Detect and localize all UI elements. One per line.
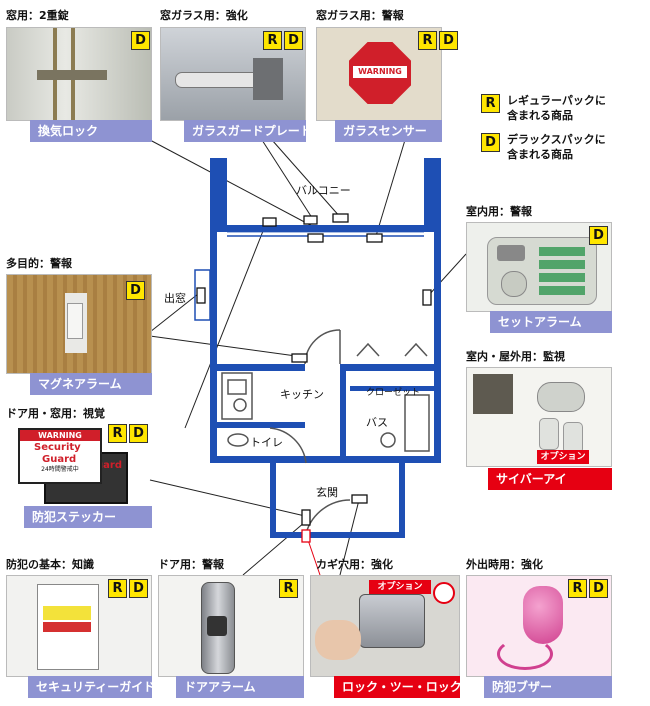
badge-r-sticker: R (108, 424, 127, 443)
photo-glass-sensor: WARNING (316, 27, 442, 121)
caption-magnet-alarm: 多目的：警報 (6, 257, 72, 270)
caption-buzzer: 外出時用：強化 (466, 558, 543, 571)
photo-kanki-lock (6, 27, 152, 121)
photo-lock-two-lock: オプション (310, 575, 460, 677)
leader-door-alarm (242, 521, 306, 576)
leader-magnet-alarm (149, 335, 297, 357)
badge-d-kanki-lock: D (131, 31, 150, 50)
label-buzzer[interactable]: 防犯ブザー (484, 676, 612, 698)
badge-r-security-guide: R (108, 579, 127, 598)
badge-d-security-guide: D (129, 579, 148, 598)
room-entrance: 玄関 (316, 486, 338, 499)
badge-d-magnet-alarm: D (126, 281, 145, 300)
photo-magnet-alarm (6, 274, 152, 374)
label-cyber-eye[interactable]: サイバーアイ (488, 468, 612, 490)
caption-set-alarm: 室内用：警報 (466, 205, 532, 218)
leader-demado (149, 293, 199, 333)
leader-glass-guard-a (261, 139, 317, 225)
label-security-guide[interactable]: セキュリティーガイド (28, 676, 155, 698)
badge-r-door-alarm: R (279, 579, 298, 598)
badge-r-glass-sensor: R (418, 31, 437, 50)
no-lock-icon (433, 582, 455, 604)
badge-d-set-alarm: D (589, 226, 608, 245)
leader-glass-guard-b (271, 139, 342, 219)
photo-security-guide (6, 575, 152, 677)
photo-set-alarm (466, 222, 612, 312)
leader-sticker-door (149, 479, 306, 517)
caption-glass-sensor: 窓ガラス用：警報 (316, 9, 404, 22)
option-badge-cyber-eye: オプション (537, 450, 589, 464)
badge-r-buzzer: R (568, 579, 587, 598)
sensor-warning-text: WARNING (353, 66, 407, 78)
badge-d-sticker: D (129, 424, 148, 443)
badge-d-buzzer: D (589, 579, 608, 598)
sticker-front: WARNING Security Guard 24時間警戒中 (18, 428, 102, 484)
leader-sticker-window (184, 225, 266, 429)
room-kitchen: キッチン (280, 388, 324, 401)
label-sticker[interactable]: 防犯ステッカー (24, 506, 152, 528)
caption-cyber-eye: 室内・屋外用：監視 (466, 350, 565, 363)
demado-window (194, 269, 211, 321)
label-magnet-alarm[interactable]: マグネアラーム (30, 373, 152, 395)
option-badge-lock-two-lock: オプション (369, 580, 431, 594)
leader-glass-sensor (375, 139, 406, 237)
leader-kanki-lock (149, 139, 313, 227)
room-balcony: バルコニー (296, 184, 351, 197)
label-kanki-lock[interactable]: 換気ロック (30, 120, 152, 142)
legend-regular: レギュラーパックに 含まれる商品 (507, 94, 606, 122)
leader-set-alarm (427, 253, 467, 297)
room-demado: 出窓 (164, 292, 186, 305)
label-door-alarm[interactable]: ドアアラーム (176, 676, 304, 698)
badge-r-glass-guard: R (263, 31, 282, 50)
caption-security-guide: 防犯の基本：知識 (6, 558, 94, 571)
caption-lock-two-lock: カギ穴用：強化 (316, 558, 393, 571)
photo-cyber-eye: オプション (466, 367, 612, 467)
caption-kanki-lock: 窓用：2重錠 (6, 9, 69, 22)
label-glass-guard[interactable]: ガラスガードプレート (184, 120, 312, 142)
caption-sticker: ドア用・窓用：視覚 (6, 407, 105, 420)
label-lock-two-lock[interactable]: ロック・ツー・ロック (334, 676, 462, 698)
legend-r-badge: R (481, 94, 500, 113)
badge-d-glass-sensor: D (439, 31, 458, 50)
leader-lines (149, 139, 467, 576)
label-set-alarm[interactable]: セットアラーム (490, 311, 612, 333)
photo-buzzer (466, 575, 612, 677)
leader-lock-two-lock (306, 536, 321, 576)
walls (210, 158, 441, 538)
room-closet: クローゼット (366, 388, 421, 398)
badge-d-glass-guard: D (284, 31, 303, 50)
room-bath: バス (366, 416, 388, 429)
room-toilet: トイレ (250, 436, 283, 449)
caption-glass-guard: 窓ガラス用：強化 (160, 9, 248, 22)
sensor-markers (196, 213, 432, 543)
legend-deluxe: デラックスパックに 含まれる商品 (507, 133, 606, 161)
legend-d-badge: D (481, 133, 500, 152)
caption-door-alarm: ドア用：警報 (158, 558, 224, 571)
label-glass-sensor[interactable]: ガラスセンサー (335, 120, 442, 142)
